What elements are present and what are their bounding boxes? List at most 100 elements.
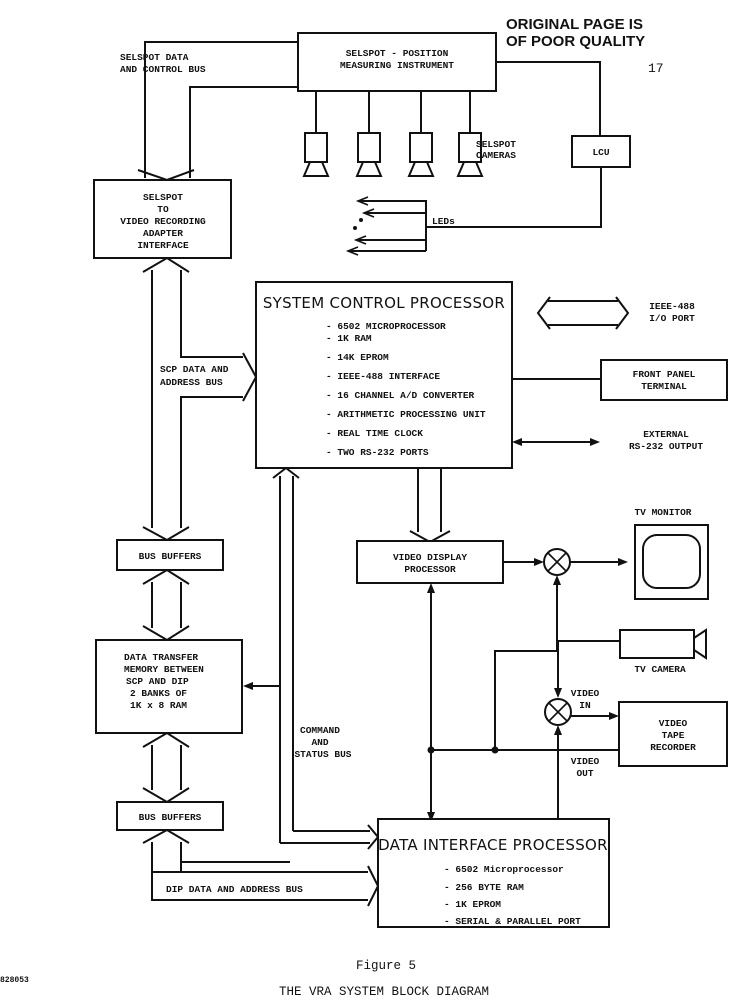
tv-monitor-label: TV MONITOR xyxy=(634,507,691,518)
selspot-camera-icon xyxy=(355,91,383,177)
selspot-camera-icon xyxy=(302,91,330,177)
dtm-label-2: MEMORY BETWEEN xyxy=(124,664,204,675)
selspot-cameras-label-1: SELSPOT xyxy=(476,139,516,150)
adapter-label-2: TO xyxy=(157,204,169,215)
vtr-label-3: RECORDER xyxy=(650,742,696,753)
rs232-double-arrow xyxy=(512,438,600,446)
selspot-bus-label-1: SELSPOT DATA xyxy=(120,52,189,63)
video-in-label-2: IN xyxy=(579,700,591,711)
junction-dot xyxy=(427,746,435,754)
figure-number: Figure 5 xyxy=(356,959,416,973)
tv-camera-icon xyxy=(619,628,707,660)
scp-item: - 16 CHANNEL A/D CONVERTER xyxy=(326,390,475,401)
scp-item: - TWO RS-232 PORTS xyxy=(326,447,429,458)
vtr-label-2: TAPE xyxy=(662,730,685,741)
instrument-lcu-line xyxy=(496,61,601,136)
led-icon xyxy=(355,196,369,206)
scp-title: SYSTEM CONTROL PROCESSOR xyxy=(263,294,505,312)
scp-item: - 1K RAM xyxy=(326,333,372,344)
selspot-cameras xyxy=(302,91,484,177)
video-out-label-1: VIDEO xyxy=(571,756,600,767)
bus-buffers-bottom-label: BUS BUFFERS xyxy=(139,812,202,823)
selspot-instrument-box xyxy=(297,32,497,92)
selspot-cameras-label-2: CAMERAS xyxy=(476,150,516,161)
video-out-to-mixer-line xyxy=(494,579,558,750)
bus-buffers-top-label: BUS BUFFERS xyxy=(139,551,202,562)
quality-stamp-line1: ORIGINAL PAGE IS xyxy=(506,16,643,33)
dip-title: DATA INTERFACE PROCESSOR xyxy=(378,836,608,854)
selspot-instrument-label-2: MEASURING INSTRUMENT xyxy=(340,60,454,71)
mixer-bottom-icon xyxy=(544,698,572,726)
selspot-camera-icon xyxy=(456,91,484,177)
command-bus-label-2: AND xyxy=(311,737,328,748)
dip-data-address-bus xyxy=(142,828,380,907)
adapter-label-4: ADAPTER xyxy=(143,228,183,239)
dip-item: - 256 BYTE RAM xyxy=(444,882,524,893)
selspot-bus-label-2: AND CONTROL BUS xyxy=(120,64,206,75)
scp-item: - ARITHMETIC PROCESSING UNIT xyxy=(326,409,486,420)
camera-mixer-line xyxy=(557,640,620,694)
tv-camera-label: TV CAMERA xyxy=(634,664,686,675)
dip-item: - SERIAL & PARALLEL PORT xyxy=(444,916,581,927)
ieee-port-label-2: I/O PORT xyxy=(649,313,695,324)
command-bus-label-1: COMMAND xyxy=(300,725,340,736)
scp-item: - 6502 MICROPROCESSOR xyxy=(326,321,446,332)
vdp-label-2: PROCESSOR xyxy=(404,564,456,575)
scp-box xyxy=(255,281,513,469)
page-number: 17 xyxy=(648,61,664,76)
led-icon xyxy=(361,208,375,218)
lcu-leds-line xyxy=(426,167,602,228)
dtm-box xyxy=(95,639,243,734)
ieee-port-label-1: IEEE-488 xyxy=(649,301,695,312)
video-in-label-1: VIDEO xyxy=(571,688,600,699)
document-code: 828053 xyxy=(0,976,29,985)
led-icon xyxy=(345,246,359,256)
quality-stamp-line2: OF POOR QUALITY xyxy=(506,33,645,50)
dtm-label-4: 2 BANKS OF xyxy=(130,688,187,699)
rs232-label-2: RS-232 OUTPUT xyxy=(629,441,703,452)
selspot-camera-icon xyxy=(407,91,435,177)
figure-title: THE VRA SYSTEM BLOCK DIAGRAM xyxy=(279,985,489,999)
bus-buffers-top-box xyxy=(116,539,224,571)
buffer-dtm-bus-bottom xyxy=(142,731,190,804)
buffer-dtm-bus-top xyxy=(142,568,190,642)
ieee-488-bus-arrow xyxy=(536,296,630,330)
rs232-label-1: EXTERNAL xyxy=(643,429,689,440)
adapter-label-1: SELSPOT xyxy=(143,192,183,203)
scp-item: - REAL TIME CLOCK xyxy=(326,428,423,439)
vdp-label-1: VIDEO DISPLAY xyxy=(393,552,467,563)
leds-label: LEDs xyxy=(432,216,455,227)
command-bus-label-3: STATUS BUS xyxy=(294,749,351,760)
mixer-top-icon xyxy=(543,548,571,576)
vtr-label-1: VIDEO xyxy=(659,718,688,729)
adapter-interface-box xyxy=(93,179,232,259)
selspot-instrument-label-1: SELSPOT - POSITION xyxy=(346,48,449,59)
vtr-box xyxy=(618,701,728,767)
bus-buffers-bottom-box xyxy=(116,801,224,831)
scp-bus-label-1: SCP DATA AND xyxy=(160,364,229,375)
tv-monitor-icon xyxy=(634,524,709,600)
lcu-label: LCU xyxy=(592,147,609,158)
front-panel-label-2: TERMINAL xyxy=(641,381,687,392)
dip-box xyxy=(377,818,610,928)
led-icon xyxy=(353,235,367,245)
adapter-label-5: INTERFACE xyxy=(137,240,189,251)
junction-dot xyxy=(491,746,499,754)
scp-bus-label-2: ADDRESS BUS xyxy=(160,377,223,388)
front-panel-label-1: FRONT PANEL xyxy=(633,369,696,380)
command-status-bus xyxy=(272,466,380,850)
front-panel-terminal-box xyxy=(600,359,728,401)
dtm-label-1: DATA TRANSFER xyxy=(124,652,198,663)
scp-item: - 14K EPROM xyxy=(326,352,389,363)
video-out-label-2: OUT xyxy=(576,768,593,779)
dip-item: - 1K EPROM xyxy=(444,899,501,910)
dip-item: - 6502 Microprocessor xyxy=(444,864,564,875)
lcu-box xyxy=(571,135,631,168)
dtm-label-5: 1K x 8 RAM xyxy=(130,700,187,711)
scp-item: - IEEE-488 INTERFACE xyxy=(326,371,440,382)
dip-bus-label: DIP DATA AND ADDRESS BUS xyxy=(166,884,303,895)
scp-vdp-bus xyxy=(409,468,451,544)
command-bus-dtm-arrow xyxy=(243,682,253,690)
adapter-label-3: VIDEO RECORDING xyxy=(120,216,206,227)
